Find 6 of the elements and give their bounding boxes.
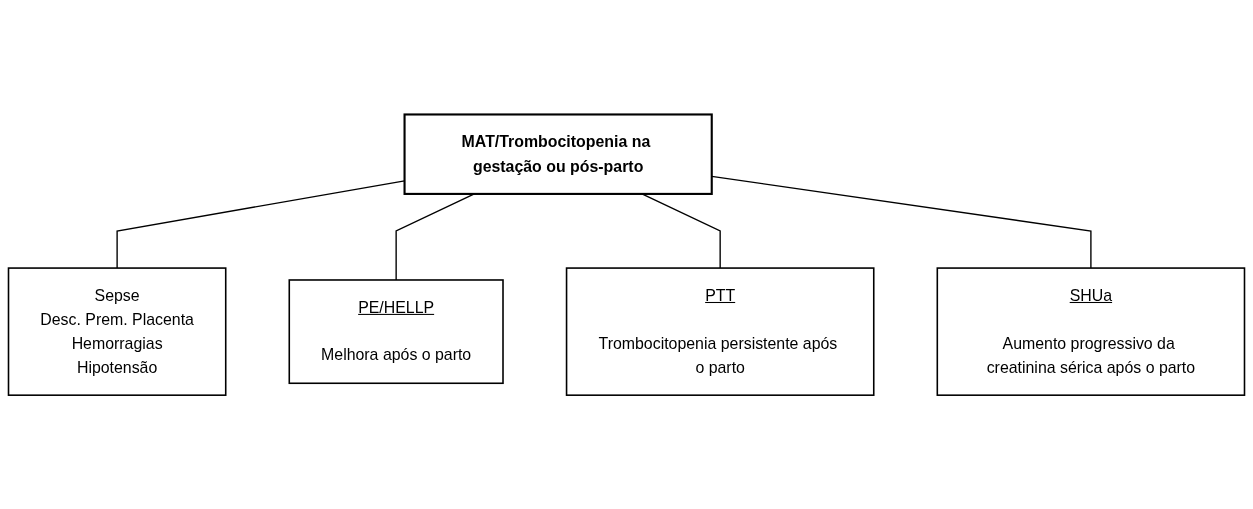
connector	[711, 175, 1092, 269]
node-box: PTT Trombocitopenia persistente após o parto	[565, 266, 875, 396]
node-box: PE/HELLP Melhora após o parto	[288, 278, 504, 384]
node-box: SHUa Aumento progressivo da creatinina sérica após o parto	[936, 266, 1246, 396]
node-box: Sepse Desc. Prem. Placenta Hemorragias Hipotensão	[7, 266, 227, 396]
node-box: MAT/Trombocitopenia na gestação ou pós-parto	[403, 113, 713, 195]
